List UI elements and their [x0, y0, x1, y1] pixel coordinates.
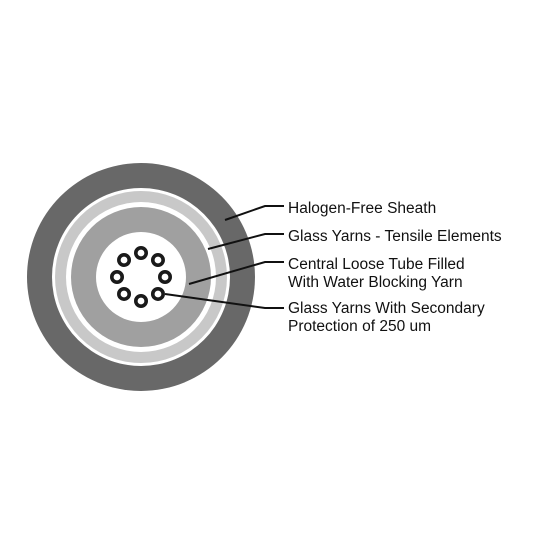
fiber-6 — [117, 286, 132, 301]
label-glass-yarns-secondary-line1: Glass Yarns With Secondary — [288, 300, 485, 317]
loose-tube-core — [96, 232, 186, 322]
fiber-1 — [134, 246, 149, 261]
fiber-7 — [110, 269, 125, 284]
callout-labels: Halogen-Free Sheath Glass Yarns - Tensil… — [288, 200, 502, 335]
label-glass-yarns-secondary-line2: Protection of 250 um — [288, 318, 431, 335]
cable-layers — [27, 163, 255, 391]
leader-line-glass-yarns — [207, 233, 284, 250]
label-central-loose-tube-line1: Central Loose Tube Filled — [288, 256, 465, 273]
label-halogen-free-sheath: Halogen-Free Sheath — [288, 200, 436, 217]
fiber-2 — [150, 253, 165, 268]
fiber-4 — [150, 286, 165, 301]
leader-line-sheath — [224, 205, 284, 221]
leader-line-loose-tube — [188, 261, 284, 285]
label-central-loose-tube-line2: With Water Blocking Yarn — [288, 274, 463, 291]
leader-line-fibers — [164, 293, 284, 309]
label-glass-yarns-tensile: Glass Yarns - Tensile Elements — [288, 228, 502, 245]
fiber-8 — [117, 253, 132, 268]
fiber-5 — [134, 293, 149, 308]
leader-lines — [164, 205, 284, 309]
fiber-3 — [158, 269, 173, 284]
fiber-group — [110, 246, 173, 308]
